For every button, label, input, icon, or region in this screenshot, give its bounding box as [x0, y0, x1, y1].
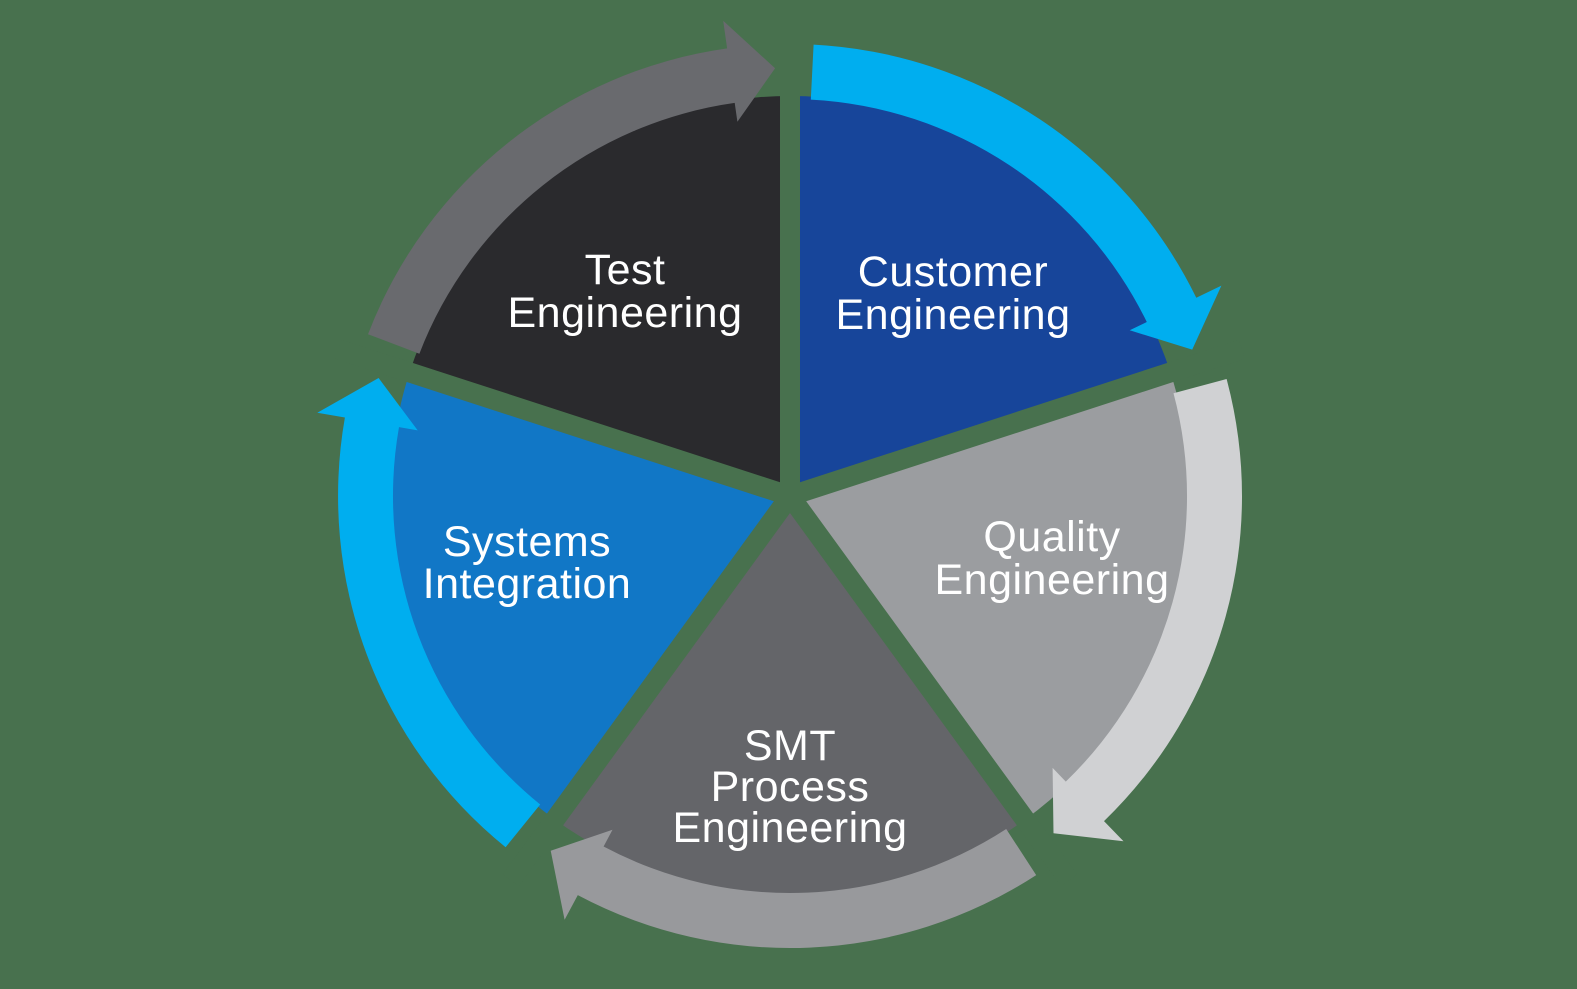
quality-engineering-label: Quality Engineering — [934, 513, 1169, 604]
test-engineering-cycle-arrow-icon — [368, 20, 776, 354]
test-engineering-label-line1: Test — [585, 246, 666, 294]
systems-integration-label: Systems Integration — [423, 518, 632, 608]
quality-engineering-label-line2: Engineering — [934, 556, 1169, 604]
smt-process-engineering-label-line3: Engineering — [672, 804, 907, 852]
quality-engineering-label-line1: Quality — [983, 513, 1120, 561]
systems-integration-wedge — [390, 372, 790, 820]
customer-engineering-label: Customer Engineering — [835, 248, 1070, 339]
smt-process-engineering-cycle-arrow-icon — [550, 829, 1037, 949]
quality-engineering-wedge — [790, 372, 1190, 820]
smt-process-engineering-label-line1: SMT — [744, 722, 836, 770]
systems-integration-label-line2: Integration — [423, 560, 632, 608]
smt-process-engineering-label: SMT Process Engineering — [672, 722, 907, 852]
smt-process-engineering-wedge — [554, 496, 1026, 896]
test-engineering-label-line2: Engineering — [507, 289, 742, 337]
smt-process-engineering-label-line2: Process — [711, 763, 870, 811]
customer-engineering-label-line1: Customer — [858, 248, 1048, 296]
wedge-gap-separators — [335, 21, 1245, 887]
customer-engineering-label-line2: Engineering — [835, 291, 1070, 339]
quality-engineering-cycle-arrow-icon — [1052, 379, 1242, 842]
systems-integration-cycle-arrow-icon — [317, 378, 541, 848]
customer-engineering-cycle-arrow-icon — [810, 44, 1222, 350]
systems-integration-label-line1: Systems — [443, 518, 611, 566]
test-engineering-label: Test Engineering — [507, 246, 742, 337]
